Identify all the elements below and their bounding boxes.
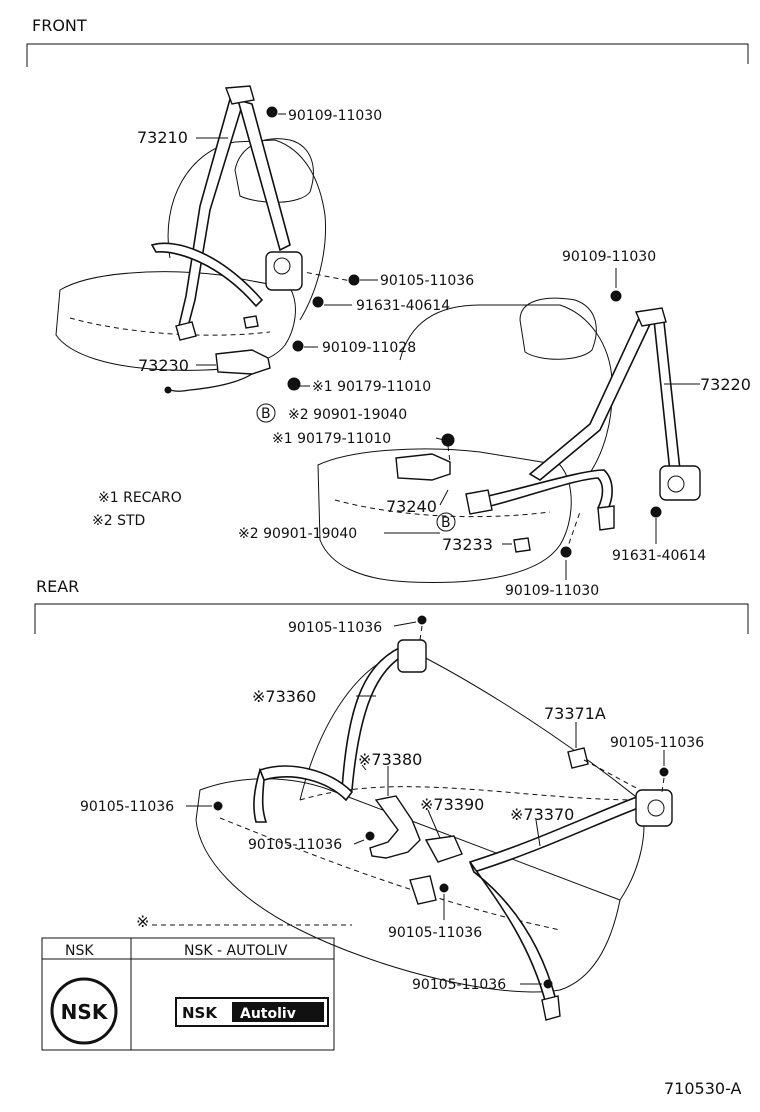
label-73371A: 73371A — [544, 704, 606, 723]
label-91631-40614-right: 91631-40614 — [612, 548, 706, 564]
svg-text:NSK: NSK — [182, 1004, 218, 1022]
label-90105-11036-center: 90105-11036 — [248, 837, 342, 853]
manufacturer-table: ※ NSK NSK - AUTOLIV NSK NSK Autoliv — [41, 912, 352, 1051]
rear-section-title: REAR — [36, 577, 79, 596]
legend-recaro: ※1 RECARO — [98, 490, 182, 506]
label-90105-11036-left: 90105-11036 — [380, 273, 474, 289]
label-73360: ※73360 — [252, 687, 316, 706]
svg-text:NSK: NSK — [61, 1000, 109, 1024]
table-note-mark: ※ — [136, 912, 149, 931]
label-90901-19040-right: ※2 90901-19040 — [238, 526, 357, 542]
label-91631-40614-left: 91631-40614 — [356, 298, 450, 314]
label-90105-11036-left: 90105-11036 — [80, 799, 174, 815]
front-section-title: FRONT — [32, 16, 87, 35]
rear-part-labels: 90105-11036 ※73360 ※73380 ※73390 ※73370 … — [80, 620, 704, 993]
nsk-autoliv-logo: NSK Autoliv — [175, 997, 329, 1027]
label-90109-11030-top-left: 90109-11030 — [288, 108, 382, 124]
label-90109-11030-bottom-right: 90109-11030 — [505, 583, 599, 599]
label-90109-11030-top-right: 90109-11030 — [562, 249, 656, 265]
rear-seat-illustration — [195, 615, 673, 1021]
label-73370: ※73370 — [510, 805, 574, 824]
nsk-logo: NSK — [50, 977, 118, 1045]
front-leader-lines — [196, 113, 700, 580]
label-73210: 73210 — [137, 128, 188, 147]
label-90105-11036-top: 90105-11036 — [288, 620, 382, 636]
label-90901-19040-left: ※2 90901-19040 — [288, 407, 407, 423]
rear-leader-lines — [186, 621, 665, 985]
figure-id: 710530-A — [664, 1079, 742, 1098]
label-73380: ※73380 — [358, 750, 422, 769]
label-90105-11036-center-lower: 90105-11036 — [388, 925, 482, 941]
front-part-labels: 73210 90109-11030 90105-11036 91631-4061… — [137, 108, 751, 599]
label-73233: 73233 — [442, 535, 493, 554]
label-90105-11036-right: 90105-11036 — [610, 735, 704, 751]
label-73230: 73230 — [138, 356, 189, 375]
front-left-seat-illustration — [55, 85, 360, 394]
circle-b-right: B — [441, 515, 451, 531]
label-90109-11028: 90109-11028 — [322, 340, 416, 356]
svg-text:Autoliv: Autoliv — [240, 1006, 296, 1022]
front-right-seat-illustration — [317, 290, 701, 583]
label-90179-11010-right: ※1 90179-11010 — [272, 431, 391, 447]
table-header-nsk: NSK — [65, 943, 94, 959]
rear-section-frame: REAR — [34, 577, 749, 634]
label-73240: 73240 — [386, 497, 437, 516]
front-section-frame: FRONT — [26, 16, 749, 67]
legend: ※1 RECARO ※2 STD — [92, 490, 182, 529]
label-73220: 73220 — [700, 375, 751, 394]
label-90179-11010-left: ※1 90179-11010 — [312, 379, 431, 395]
circle-b-left: B — [261, 406, 271, 422]
table-header-nsk-autoliv: NSK - AUTOLIV — [184, 943, 288, 959]
label-90105-11036-bottom: 90105-11036 — [412, 977, 506, 993]
legend-std: ※2 STD — [92, 513, 145, 529]
label-73390: ※73390 — [420, 795, 484, 814]
